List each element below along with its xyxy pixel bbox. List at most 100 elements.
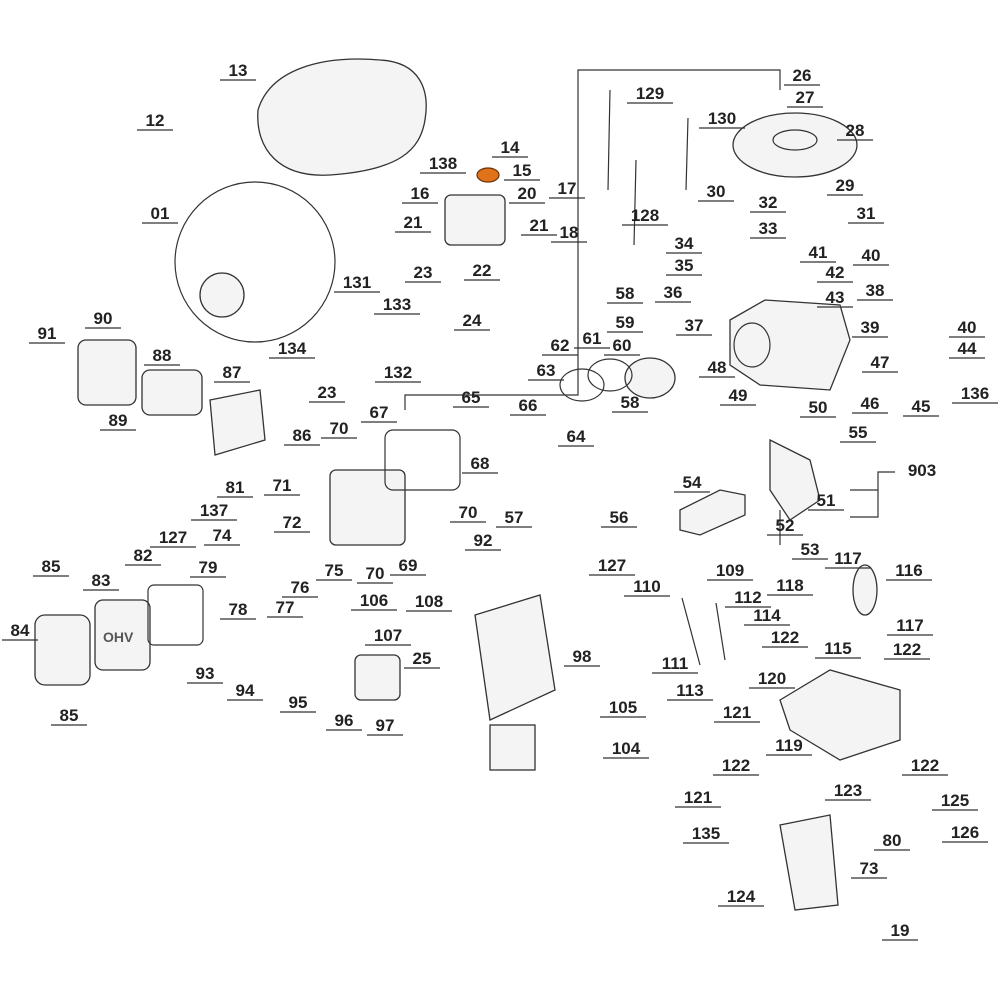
part-label-16: 16 [411, 184, 430, 203]
part-label-122: 122 [771, 628, 799, 647]
part-label-117: 117 [896, 616, 923, 635]
crankshaft [769, 438, 821, 521]
starter-pulley [199, 272, 245, 318]
part-label-87: 87 [223, 363, 242, 382]
part-label-30: 30 [707, 182, 726, 201]
part-label-58: 58 [621, 393, 640, 412]
part-label-80: 80 [883, 831, 902, 850]
muffler-heat-shield-90 [77, 339, 137, 406]
part-label-105: 105 [609, 698, 637, 717]
part-label-109: 109 [716, 561, 744, 580]
part-label-71: 71 [273, 476, 292, 495]
part-label-129: 129 [636, 84, 664, 103]
part-label-72: 72 [283, 513, 302, 532]
part-label-21: 21 [404, 213, 423, 232]
part-label-43: 43 [826, 288, 845, 307]
part-label-70: 70 [459, 503, 478, 522]
part-label-97: 97 [376, 716, 395, 735]
push-rod-130 [685, 117, 689, 191]
part-label-82: 82 [134, 546, 153, 565]
part-label-53: 53 [801, 540, 820, 559]
part-label-96: 96 [335, 711, 354, 730]
ohv-logo: OHV [103, 629, 134, 645]
part-label-108: 108 [415, 592, 443, 611]
part-label-40: 40 [958, 318, 977, 337]
part-label-85: 85 [60, 706, 79, 725]
piston-ring-63 [559, 368, 605, 402]
bracket-903-lower [850, 490, 879, 518]
part-label-64: 64 [567, 427, 586, 446]
part-label-19: 19 [891, 921, 910, 940]
part-label-106: 106 [360, 591, 388, 610]
carburetor [354, 654, 401, 701]
part-label-44: 44 [958, 339, 977, 358]
part-label-903: 903 [908, 461, 936, 480]
part-label-123: 123 [834, 781, 862, 800]
part-label-121: 121 [723, 703, 751, 722]
part-label-76: 76 [291, 578, 310, 597]
part-label-55: 55 [849, 423, 868, 442]
part-label-75: 75 [325, 561, 344, 580]
part-label-115: 115 [824, 639, 851, 658]
part-label-104: 104 [612, 739, 641, 758]
connecting-rod [679, 489, 746, 536]
part-label-45: 45 [912, 397, 931, 416]
part-label-127: 127 [598, 556, 626, 575]
starter-assembly-circle [174, 181, 336, 343]
part-label-95: 95 [289, 693, 308, 712]
head-gasket [384, 429, 461, 491]
part-label-52: 52 [776, 516, 795, 535]
part-label-28: 28 [846, 121, 865, 140]
part-label-133: 133 [383, 295, 411, 314]
part-label-127: 127 [159, 528, 187, 547]
part-label-70: 70 [366, 564, 385, 583]
part-label-01: 01 [151, 204, 170, 223]
part-label-60: 60 [613, 336, 632, 355]
part-label-117: 117 [834, 549, 861, 568]
part-label-110: 110 [633, 577, 660, 596]
part-label-48: 48 [708, 358, 727, 377]
part-label-138: 138 [429, 154, 457, 173]
oil-fill-tube-112 [715, 602, 726, 661]
oil-dipstick-110 [681, 597, 701, 666]
part-label-91: 91 [38, 324, 57, 343]
part-label-136: 136 [961, 384, 989, 403]
part-label-63: 63 [537, 361, 556, 380]
shield-87 [209, 389, 266, 456]
part-label-22: 22 [473, 261, 492, 280]
part-label-74: 74 [213, 526, 232, 545]
governor-gear-116 [852, 564, 878, 616]
part-label-27: 27 [796, 88, 815, 107]
piston-ring-61 [587, 358, 633, 392]
part-label-79: 79 [199, 558, 218, 577]
cylinder-bore [733, 322, 771, 368]
bracket-903 [850, 471, 895, 491]
part-label-98: 98 [573, 647, 592, 666]
part-label-58: 58 [616, 284, 635, 303]
part-label-46: 46 [861, 394, 880, 413]
group-boundary-line [404, 69, 781, 410]
part-label-130: 130 [708, 109, 736, 128]
piston [624, 357, 676, 399]
part-label-36: 36 [664, 283, 683, 302]
part-label-121: 121 [684, 788, 712, 807]
part-label-56: 56 [610, 508, 629, 527]
part-label-26: 26 [793, 66, 812, 85]
part-label-65: 65 [462, 388, 481, 407]
part-label-15: 15 [513, 161, 532, 180]
part-label-85: 85 [42, 557, 61, 576]
valve-cover-83 [94, 599, 151, 671]
part-label-70: 70 [330, 419, 349, 438]
part-label-31: 31 [857, 204, 876, 223]
part-label-39: 39 [861, 318, 880, 337]
part-label-37: 37 [685, 316, 704, 335]
part-label-81: 81 [226, 478, 245, 497]
muffler-88 [141, 369, 203, 416]
part-label-23: 23 [318, 383, 337, 402]
part-label-32: 32 [759, 193, 778, 212]
push-rod-129 [607, 89, 611, 191]
part-label-128: 128 [631, 206, 659, 225]
crankcase-cover-119 [779, 669, 901, 761]
part-label-14: 14 [501, 138, 520, 157]
